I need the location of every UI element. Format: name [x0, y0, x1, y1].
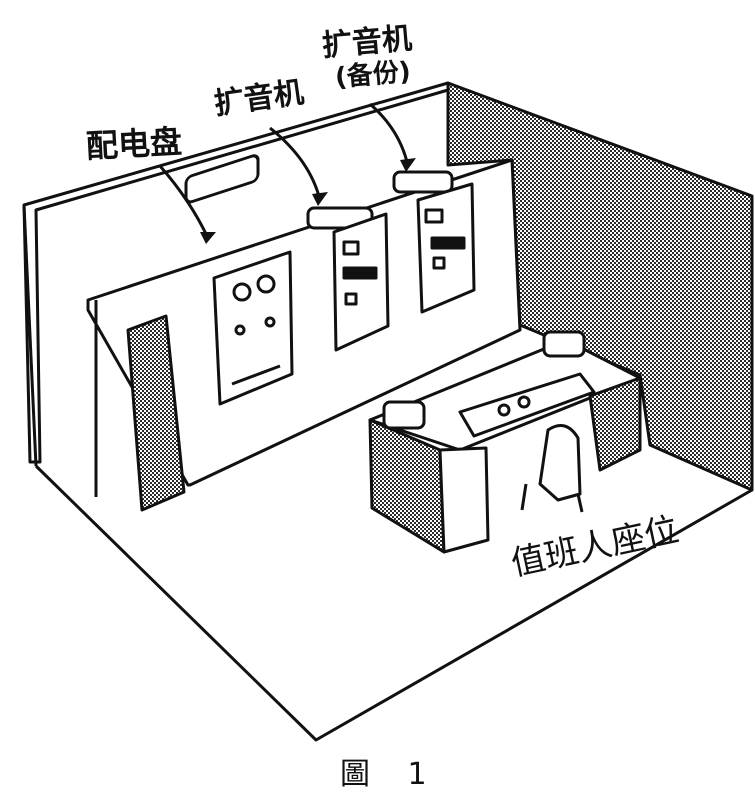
display-icon — [430, 236, 466, 250]
display-icon — [342, 266, 378, 280]
arrow-to-distribution-panel — [158, 165, 210, 239]
speaker-icon — [542, 330, 586, 358]
right-wall — [446, 81, 754, 492]
speaker-icon — [382, 400, 426, 430]
desk-right-block — [588, 376, 642, 472]
door — [126, 314, 186, 512]
knob-icon — [497, 403, 511, 417]
button-icon — [344, 292, 358, 306]
figure-caption: 圖 1 — [340, 757, 441, 792]
label-amplifier-backup: 扩音机 — [320, 21, 414, 64]
chair-leg — [520, 483, 528, 511]
chair-leg — [576, 493, 584, 513]
distribution-panel-lid — [184, 154, 260, 204]
label-backup-note: (备份) — [333, 56, 412, 94]
arrow-to-amplifier — [269, 126, 322, 201]
amplifier-panel — [332, 212, 390, 352]
floor-edge — [34, 464, 753, 742]
arrow-head — [312, 192, 328, 206]
desk-front — [438, 446, 490, 554]
knob-icon — [517, 395, 531, 409]
dial-icon — [342, 240, 360, 256]
left-wall-edge — [22, 204, 38, 467]
meter-icon — [232, 282, 252, 302]
floor — [36, 460, 752, 740]
label-distribution-panel: 配电盘 — [85, 122, 183, 166]
panel-board — [86, 158, 522, 487]
meter-icon — [256, 274, 276, 294]
button-icon — [432, 256, 446, 270]
switch-icon — [264, 316, 276, 328]
chair — [538, 424, 582, 502]
arrow-head — [200, 232, 216, 244]
slot-icon — [231, 364, 281, 386]
amplifier-backup-lid — [392, 170, 454, 194]
arrow-to-amplifier-backup — [369, 102, 410, 167]
dial-icon — [424, 208, 444, 224]
arrow-head — [400, 158, 416, 172]
switch-icon — [234, 324, 246, 336]
